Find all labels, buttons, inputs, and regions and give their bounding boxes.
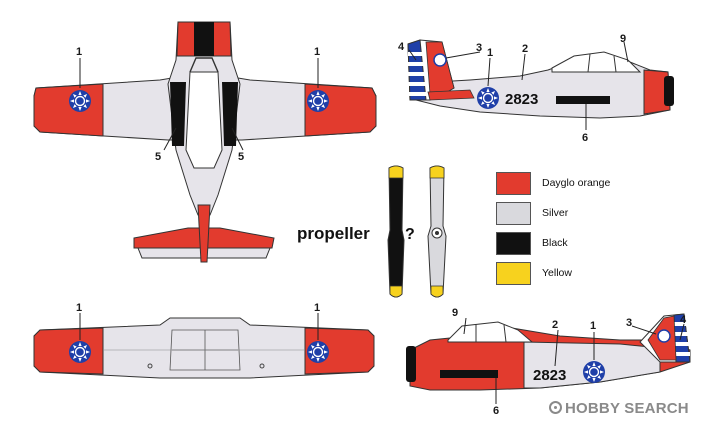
top-wing-left-tip — [33, 83, 104, 137]
right-side-exhaust-stripe — [440, 370, 498, 378]
propeller-black — [387, 165, 405, 298]
right-side-tail-emblem — [657, 329, 671, 343]
right-side-view-aircraft: 2823 9 2 1 3 4 6 — [406, 307, 691, 417]
left-side-serial: 2823 — [505, 91, 538, 108]
legend-swatch — [496, 202, 531, 225]
legend-swatch — [496, 232, 531, 255]
bottom-roundel-right — [307, 341, 329, 363]
left-side-roundel — [477, 87, 499, 109]
right-side-callout-serial: 2 — [552, 319, 558, 331]
top-callout-roundel-left: 1 — [76, 46, 82, 58]
hobby-search-logo-icon — [549, 401, 562, 414]
left-side-tail-dayglo — [425, 41, 455, 95]
propeller-unknown-mark: ? — [405, 226, 415, 243]
top-roundel-right — [307, 90, 329, 112]
legend-label: Dayglo orange — [542, 177, 611, 189]
watermark: HOBBY SEARCH — [549, 400, 689, 417]
left-side-callout-canopy: 9 — [620, 33, 626, 45]
legend-swatch — [496, 172, 531, 195]
top-view-aircraft: 1 1 5 5 — [33, 21, 377, 263]
left-side-exhaust-stripe — [556, 96, 610, 104]
left-side-callout-serial: 2 — [522, 43, 528, 55]
left-side-tail-emblem — [433, 53, 447, 67]
legend-swatch — [496, 262, 531, 285]
right-side-callout-tail-stripes: 4 — [680, 314, 687, 326]
top-canopy — [185, 71, 223, 169]
top-callout-walkway-right: 5 — [238, 151, 244, 163]
right-side-callout-tail-emblem: 3 — [626, 317, 632, 329]
bottom-callout-roundel-right: 1 — [314, 302, 320, 314]
right-side-callout-exhaust: 6 — [493, 405, 499, 417]
left-side-spinner — [664, 76, 674, 106]
bottom-view-aircraft: 1 1 — [33, 302, 375, 379]
bottom-roundel-left — [69, 341, 91, 363]
bottom-wing-left-tip — [33, 327, 104, 375]
top-fin — [197, 204, 211, 263]
left-side-view-aircraft: 2823 4 3 1 2 9 6 — [398, 33, 674, 144]
left-side-callout-tail-emblem: 3 — [476, 42, 482, 54]
propeller-title: propeller — [297, 224, 370, 243]
legend-label: Yellow — [542, 267, 572, 279]
right-side-spinner — [406, 346, 416, 382]
propeller-silver — [427, 165, 447, 298]
left-side-callout-tail-stripes: 4 — [398, 41, 405, 53]
legend-label: Black — [542, 237, 568, 249]
legend-label: Silver — [542, 207, 569, 219]
right-side-callout-canopy: 9 — [452, 307, 458, 319]
top-walkway-right — [222, 82, 238, 146]
bottom-callout-roundel-left: 1 — [76, 302, 82, 314]
right-side-roundel — [583, 361, 605, 383]
top-anti-glare-panel — [194, 22, 214, 56]
watermark-text: HOBBY SEARCH — [565, 400, 689, 417]
bottom-wing-right-tip — [304, 327, 375, 375]
top-callout-roundel-right: 1 — [314, 46, 320, 58]
top-walkway-left — [170, 82, 186, 146]
right-side-callout-roundel: 1 — [590, 320, 596, 332]
top-roundel-left — [69, 90, 91, 112]
left-side-callout-exhaust: 6 — [582, 132, 588, 144]
top-callout-walkway-left: 5 — [155, 151, 161, 163]
left-side-callout-roundel: 1 — [487, 47, 493, 59]
right-side-serial: 2823 — [533, 367, 566, 384]
left-side-nose-cowl — [643, 69, 671, 115]
left-side-tailplane — [427, 89, 475, 101]
bottom-wing-centre-panel — [169, 329, 241, 371]
right-side-canopy — [447, 321, 534, 343]
top-canopy-frame — [189, 57, 219, 73]
